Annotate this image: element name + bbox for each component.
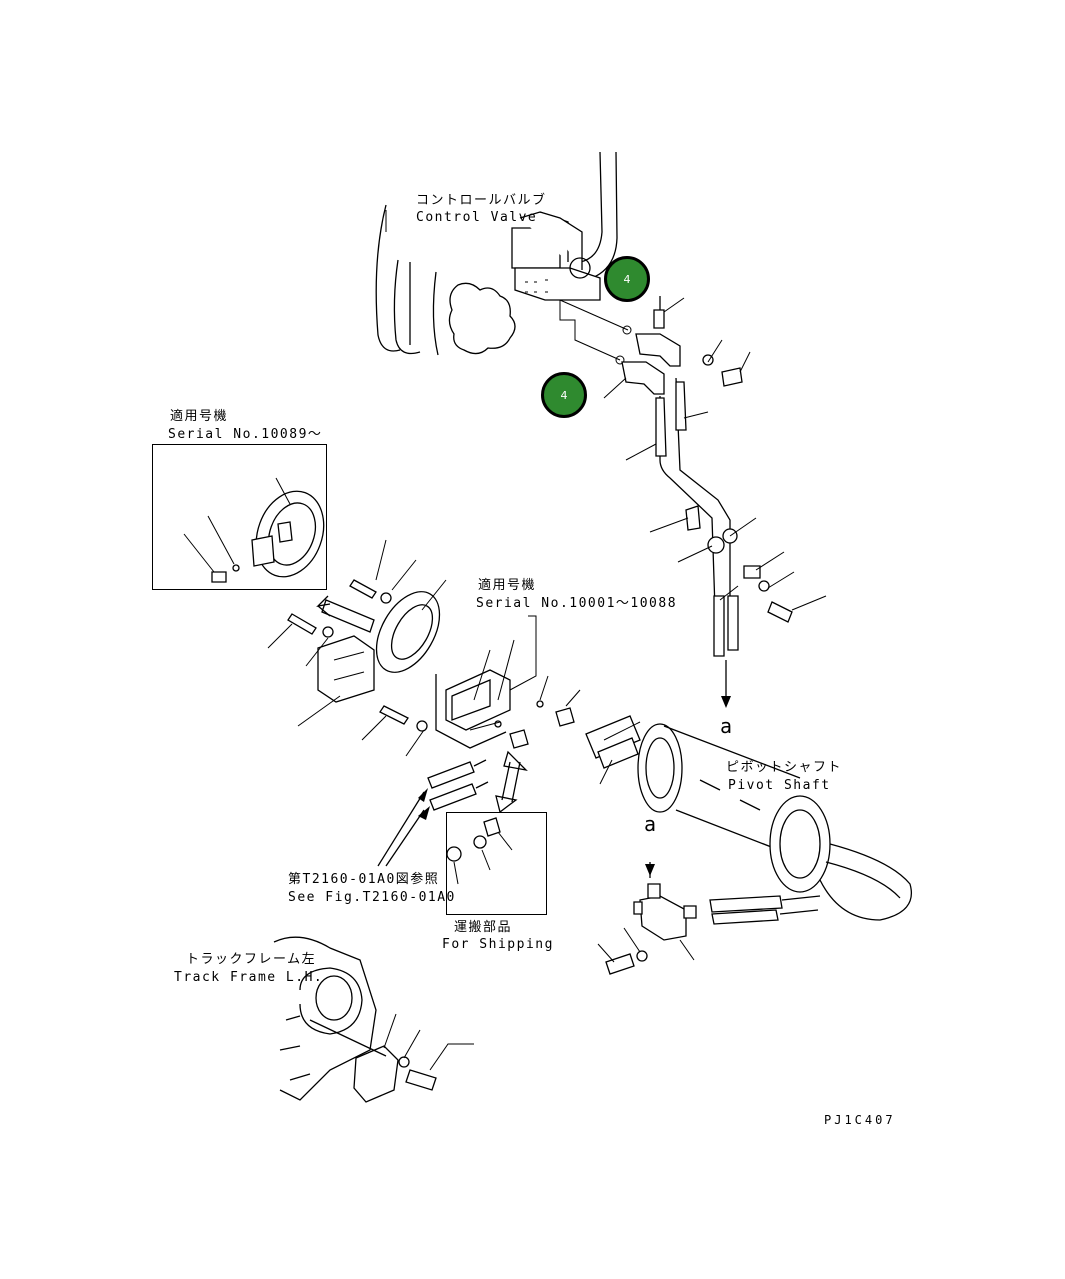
drawing-id-label: PJ1C407 bbox=[824, 1113, 896, 1127]
track-frame-label-jp: トラックフレーム左 bbox=[186, 952, 317, 967]
pivot-shaft-drawing bbox=[585, 715, 912, 925]
serial-10089-inset-box bbox=[152, 444, 327, 590]
connection-letter-a-bottom: a bbox=[644, 812, 658, 836]
part-callout-number: 4 bbox=[623, 272, 631, 286]
serial-10089-label-en: Serial No.10089～ bbox=[168, 427, 323, 442]
shipping-label-en: For Shipping bbox=[442, 937, 554, 952]
serial-10001-label-en: Serial No.10001～10088 bbox=[476, 596, 678, 611]
part-callout-number: 4 bbox=[560, 388, 568, 402]
serial-10089-label-jp: 適用号機 bbox=[170, 409, 229, 424]
control-valve-drawing bbox=[375, 151, 632, 365]
serial-10001-label-jp: 適用号機 bbox=[478, 578, 537, 593]
inset-10089-drawing bbox=[183, 477, 325, 583]
shipping-label-jp: 運搬部品 bbox=[454, 920, 513, 935]
shipping-parts-box bbox=[446, 812, 547, 915]
see-fig-label-en: See Fig.T2160-01A0 bbox=[288, 890, 456, 905]
bracket-10001-drawing bbox=[435, 615, 581, 749]
middle-left-parts bbox=[267, 539, 447, 757]
connection-letter-a-top: a bbox=[720, 714, 734, 738]
double-arrow bbox=[495, 750, 528, 814]
see-fig-label-jp: 第T2160-01A0図参照 bbox=[288, 872, 440, 887]
lower-block-drawing bbox=[597, 862, 697, 975]
pivot-shaft-label-jp: ピボットシャフト bbox=[726, 760, 843, 775]
hose-ends bbox=[377, 759, 489, 867]
part-callout-4-upper[interactable]: 4 bbox=[604, 256, 650, 302]
pivot-shaft-label-en: Pivot Shaft bbox=[728, 778, 831, 793]
shipping-parts-drawing bbox=[446, 817, 513, 885]
part-callout-4-lower[interactable]: 4 bbox=[541, 372, 587, 418]
pipe-assembly-top bbox=[603, 296, 827, 708]
track-frame-drawing bbox=[273, 936, 474, 1103]
track-frame-label-en: Track Frame L.H. bbox=[174, 970, 324, 985]
control-valve-label-jp: コントロールバルブ bbox=[416, 193, 547, 208]
control-valve-label-en: Control Valve bbox=[416, 210, 538, 225]
